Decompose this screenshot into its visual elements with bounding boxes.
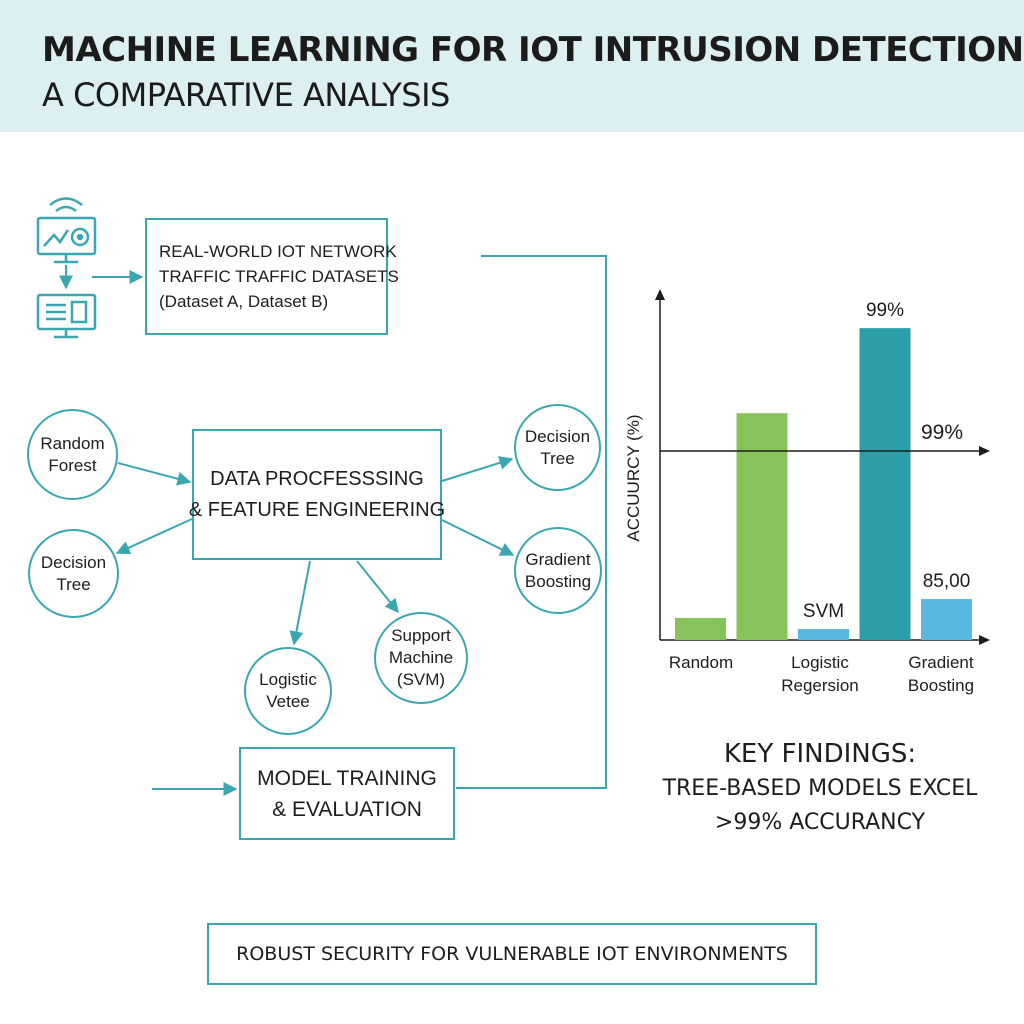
model-line-2: Machine xyxy=(388,648,454,667)
findings-heading: KEY FINDINGS: xyxy=(723,739,917,769)
x-tick-label-gradient: Gradient Boosting xyxy=(895,651,987,697)
model-line-1: Logistic xyxy=(259,670,317,689)
training-line-2: & EVALUATION xyxy=(272,797,422,821)
model-line-1: Decision xyxy=(40,552,107,572)
model-decision-tree-right: Decision Tree xyxy=(514,404,601,491)
wifi-monitor-icon xyxy=(36,197,97,264)
model-line-3: (SVM) xyxy=(396,670,446,689)
feedback-line xyxy=(456,255,607,789)
footer-banner: ROBUST SECURITY FOR VULNERABLE IOT ENVIR… xyxy=(207,923,817,985)
bar-4 xyxy=(921,599,972,640)
processing-line-2: & FEATURE ENGINEERING xyxy=(188,498,446,521)
model-line-2: Tree xyxy=(540,448,575,468)
bar-0 xyxy=(675,617,726,640)
x-axis-arrowhead xyxy=(979,635,990,645)
training-box: MODEL TRAINING & EVALUATION xyxy=(239,747,455,840)
model-line-2: Tree xyxy=(56,574,91,594)
datasets-line-3: (Dataset A, Dataset B) xyxy=(159,292,329,311)
reference-line-arrowhead xyxy=(979,446,990,456)
model-line-1: Support xyxy=(391,626,451,645)
model-svm: Support Machine (SVM) xyxy=(374,612,468,704)
datasets-line-1: REAL-WORLD IOT NETWORK xyxy=(159,242,397,261)
tick-line-1: Random xyxy=(668,653,734,672)
random-forest-arrow xyxy=(117,462,192,486)
y-axis-label: ACCUURCY (%) xyxy=(624,414,643,541)
header-banner: MACHINE LEARNING FOR IOT INTRUSION DETEC… xyxy=(0,0,1024,132)
bar-label-2: SVM xyxy=(803,601,844,622)
server-monitor-icon xyxy=(36,293,97,339)
decision-tree-right-arrow xyxy=(441,456,514,482)
gradient-boosting-arrow xyxy=(441,519,515,556)
tick-line-2: Boosting xyxy=(907,676,975,695)
tick-line-2: Regersion xyxy=(781,676,859,695)
logistic-arrow xyxy=(289,560,311,646)
page-title: MACHINE LEARNING FOR IOT INTRUSION DETEC… xyxy=(42,30,1024,70)
model-gradient-boosting: Gradient Boosting xyxy=(514,527,602,614)
processing-line-1: DATA PROCFESSSING xyxy=(210,467,424,490)
bar-2 xyxy=(798,628,849,640)
svm-arrow xyxy=(356,560,399,614)
bar-label-4: 85,00 xyxy=(923,571,971,592)
page-subtitle: A COMPARATIVE ANALYSIS xyxy=(42,76,450,114)
model-line-1: Decision xyxy=(524,426,591,446)
model-line-2: Boosting xyxy=(524,571,592,591)
tick-line-1: Logistic xyxy=(791,653,849,672)
training-line-1: MODEL TRAINING xyxy=(257,766,437,790)
bar-1 xyxy=(736,413,788,640)
model-line-2: Vetee xyxy=(266,692,310,711)
findings-line-2: TREE-BASED MODELS EXCEL xyxy=(662,776,978,801)
x-tick-label-logistic: Logistic Regersion xyxy=(770,651,870,697)
x-tick-label-random: Random xyxy=(658,651,744,674)
processing-box: DATA PROCFESSSING & FEATURE ENGINEERING xyxy=(188,429,446,560)
model-line-1: Random xyxy=(40,433,105,453)
datasets-box: REAL-WORLD IOT NETWORK TRAFFIC TRAFFIC D… xyxy=(145,218,399,335)
model-line-1: Gradient xyxy=(525,549,591,569)
y-axis-arrowhead xyxy=(655,289,665,300)
model-line-2: Forest xyxy=(48,455,97,475)
findings-line-3: >99% ACCURANCY xyxy=(714,810,926,835)
key-findings: KEY FINDINGS: TREE-BASED MODELS EXCEL >9… xyxy=(640,736,1000,840)
model-logistic: Logistic Vetee xyxy=(244,647,332,735)
datasets-line-2: TRAFFIC TRAFFIC DATASETS xyxy=(159,267,399,286)
model-decision-tree-left: Decision Tree xyxy=(28,529,119,618)
bar-label-3: 99% xyxy=(866,300,904,321)
bar-3 xyxy=(859,328,911,640)
model-random-forest: Random Forest xyxy=(27,409,118,500)
reference-line-label: 99% xyxy=(921,421,963,444)
decision-tree-left-arrow xyxy=(115,518,193,555)
tick-line-1: Gradient xyxy=(908,653,974,672)
